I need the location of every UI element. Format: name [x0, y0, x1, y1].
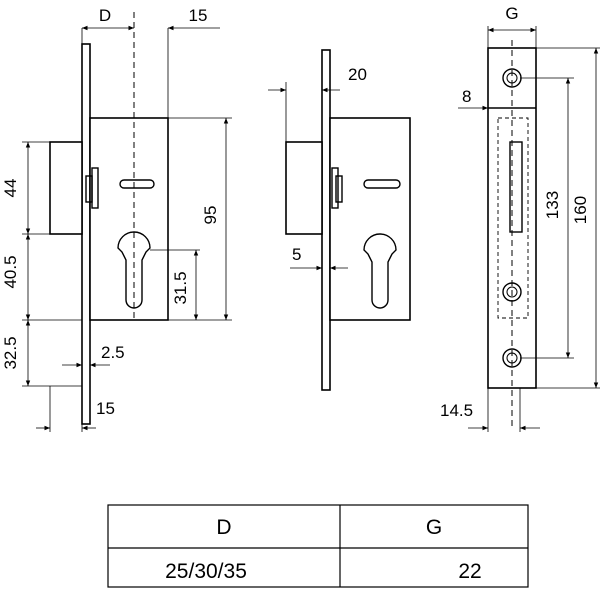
dim-32-5-label: 32.5 — [1, 336, 20, 369]
dim-160-label: 160 — [571, 196, 590, 224]
front-faceplate — [81, 43, 91, 425]
faceplate-outline — [487, 47, 537, 389]
dim-31-5-label: 31.5 — [171, 271, 190, 304]
side-lock-case — [329, 117, 411, 321]
side-latch-tab — [335, 175, 343, 203]
dim-20-label: 20 — [348, 65, 367, 84]
dimension-table: D G 25/30/35 22 — [107, 504, 529, 588]
dim-40-5-label: 40.5 — [1, 255, 20, 288]
side-slot — [363, 179, 401, 189]
table-header-G: G — [426, 516, 442, 539]
faceplate-bolt-slot — [509, 141, 523, 233]
faceplate-dashed-case — [497, 117, 529, 319]
cylinder-hole-icon — [363, 233, 397, 309]
side-latch-bolt — [285, 141, 323, 235]
dim-G-label: G — [505, 4, 518, 23]
front-lock-case — [89, 117, 169, 321]
dim-8-label: 8 — [462, 87, 471, 106]
table-cell-G-value: 22 — [458, 560, 481, 583]
dim-133-label: 133 — [543, 191, 562, 219]
dim-95-label: 95 — [201, 206, 220, 225]
faceplate-view: G 8 133 160 14.5 — [440, 4, 600, 432]
front-latch-tab — [85, 175, 93, 203]
dim-2-5-label: 2.5 — [101, 343, 125, 362]
dim-5-label: 5 — [292, 245, 301, 264]
cylinder-hole-icon — [117, 231, 151, 309]
front-slot — [119, 179, 155, 189]
dim-44-label: 44 — [1, 179, 20, 198]
side-faceplate — [321, 49, 331, 391]
side-view: 20 5 — [268, 49, 411, 391]
front-latch-bolt — [49, 141, 83, 235]
front-view: D 15 95 31.5 44 40.5 32.5 2.5 15 — [1, 6, 232, 432]
table-cell-D-value: 25/30/35 — [165, 560, 247, 583]
dim-14-5-label: 14.5 — [440, 401, 473, 420]
dim-D-label: D — [99, 6, 111, 25]
dim-15-top-label: 15 — [189, 6, 208, 25]
table-header-D: D — [216, 516, 231, 539]
side-latch-lever — [331, 167, 339, 209]
dim-15-bottom-label: 15 — [96, 399, 115, 418]
